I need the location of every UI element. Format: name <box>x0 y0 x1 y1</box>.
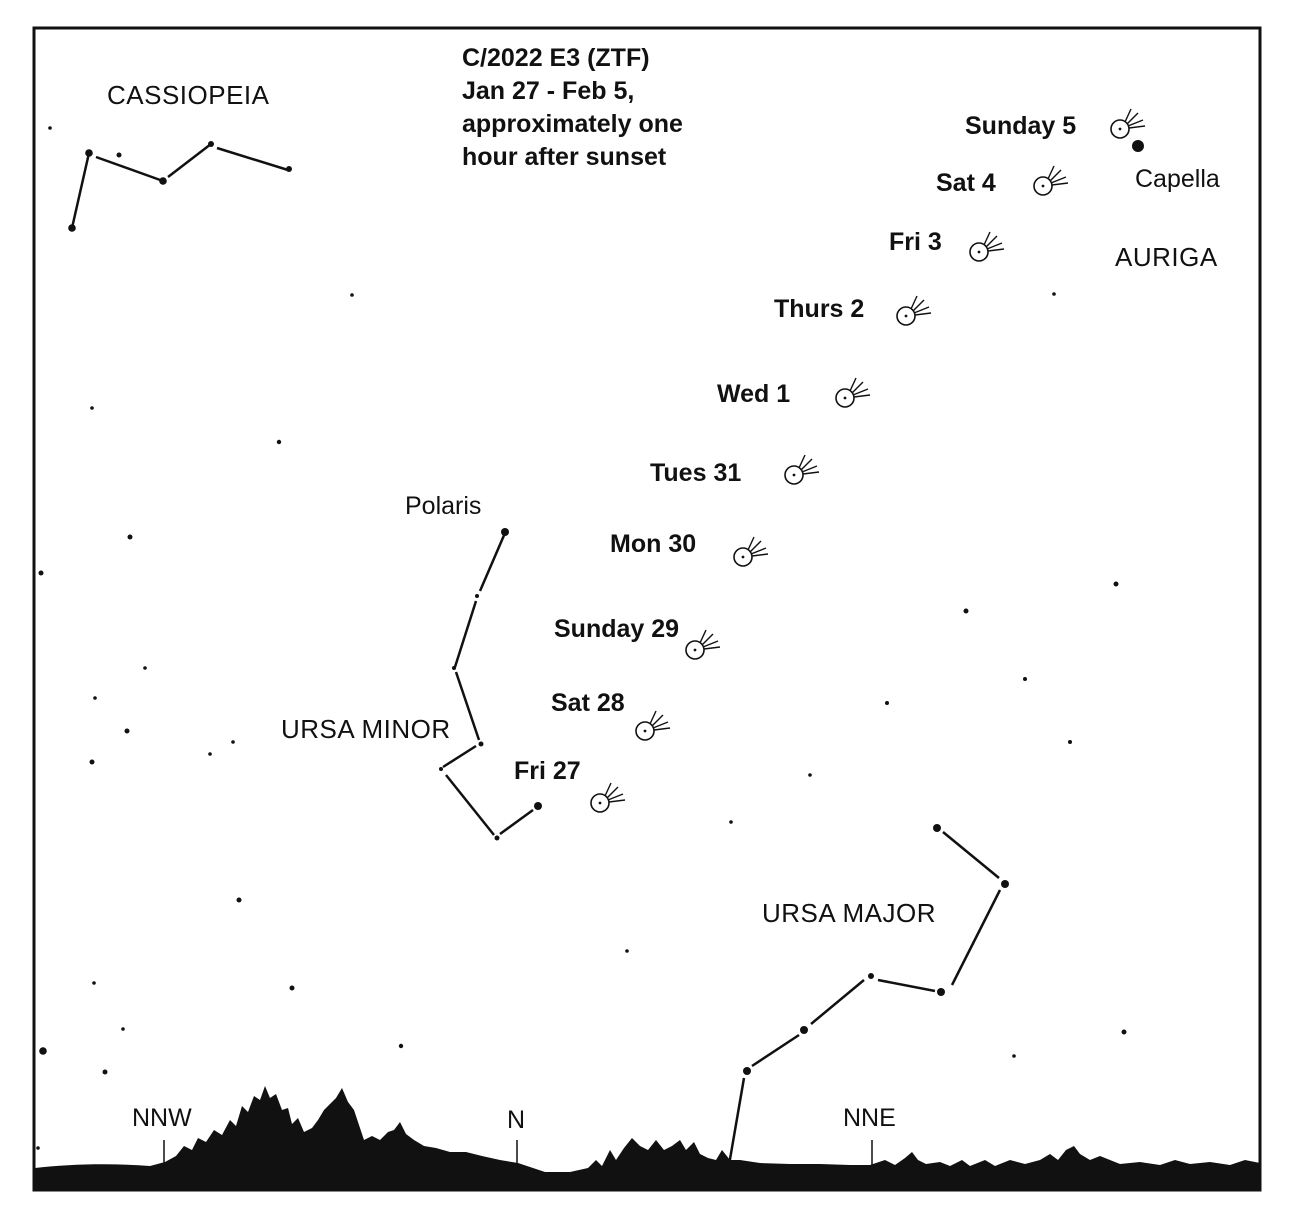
date-label-sunday-29: Sunday 29 <box>554 615 679 643</box>
date-label-wed-1: Wed 1 <box>717 380 790 408</box>
title-line-3: approximately one <box>462 110 683 138</box>
label-polaris: Polaris <box>405 492 481 520</box>
date-label-sat-28: Sat 28 <box>551 689 625 717</box>
compass-n: N <box>507 1106 525 1134</box>
date-label-thurs-2: Thurs 2 <box>774 295 864 323</box>
date-label-fri-27: Fri 27 <box>514 757 581 785</box>
label-capella: Capella <box>1135 165 1220 193</box>
ursa-major-asterism <box>727 824 1009 1166</box>
field-stars <box>36 126 1127 1150</box>
chart-frame <box>32 26 1262 1192</box>
date-label-sunday-5: Sunday 5 <box>965 112 1076 140</box>
compass-markers: NNW N NNE <box>132 1104 896 1180</box>
title-line-2: Jan 27 - Feb 5, <box>462 77 634 105</box>
label-ursa-minor: URSA MINOR <box>281 714 451 744</box>
date-label-mon-30: Mon 30 <box>610 530 696 558</box>
capella-star <box>1132 140 1144 152</box>
ursa-minor-asterism <box>439 528 542 841</box>
title-line-1: C/2022 E3 (ZTF) <box>462 44 650 72</box>
label-cassiopeia: CASSIOPEIA <box>107 80 270 110</box>
label-ursa-major: URSA MAJOR <box>762 898 936 928</box>
comet-date-labels: Fri 27 Sat 28 Sunday 29 Mon 30 Tues 31 W… <box>514 112 1076 785</box>
date-label-sat-4: Sat 4 <box>936 169 996 197</box>
title-line-4: hour after sunset <box>462 143 667 171</box>
chart-title: C/2022 E3 (ZTF) Jan 27 - Feb 5, approxim… <box>462 44 683 171</box>
label-auriga: AURIGA <box>1115 242 1218 272</box>
tree-horizon-silhouette <box>35 1086 1260 1190</box>
date-label-fri-3: Fri 3 <box>889 228 942 256</box>
date-label-tues-31: Tues 31 <box>650 459 741 487</box>
cassiopeia-asterism <box>68 141 292 232</box>
compass-nnw: NNW <box>132 1104 192 1132</box>
compass-nne: NNE <box>843 1104 896 1132</box>
